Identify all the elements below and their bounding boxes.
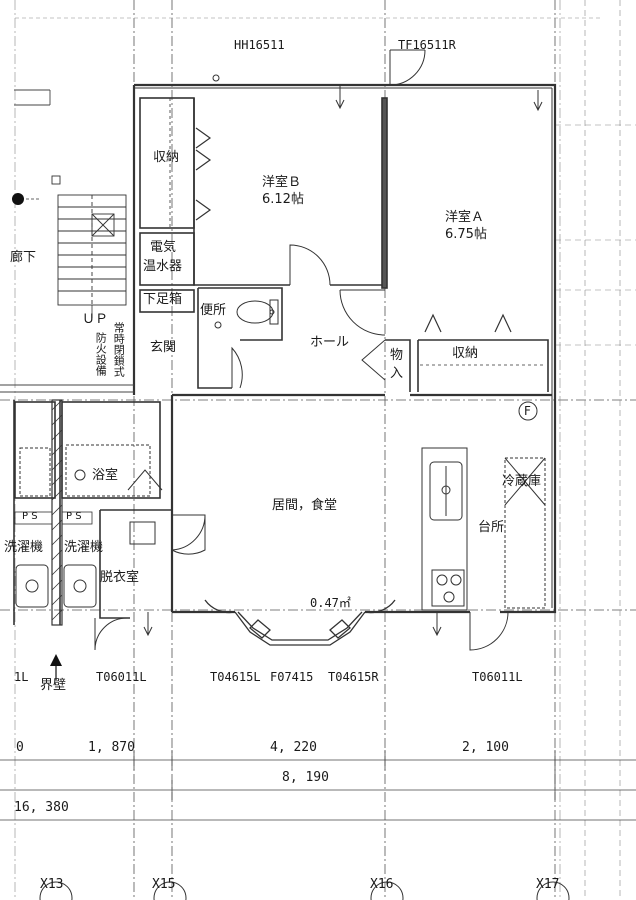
room-living-dining: 居間，食堂 [272,498,338,513]
room-f-mark: F [524,404,531,418]
window-markers [143,74,543,637]
door-code-bottom-center-c: T04615R [328,670,379,684]
room-ps-1: P S [22,511,38,522]
room-dressing: 脱衣室 [100,570,140,585]
door-code-bottom-left-far: 1L [14,670,29,684]
toilet-fixture [214,299,279,329]
door-code-bottom-left: T06011L [96,670,147,684]
room-fridge: 冷蔵庫 [502,474,542,489]
door-code-top-right: TF16511R [398,38,456,52]
label-fire-equipment: 防火設備 [94,332,108,376]
outer-walls [132,83,557,614]
bay-window [204,599,396,646]
storage-markers [195,127,512,333]
room-storage-left: 収納 [153,150,180,165]
room-bedroom-a-name: 洋室Ａ [445,210,485,225]
column-dot [12,193,24,205]
door-code-bottom-right: T06011L [472,670,523,684]
label-party-wall: 界壁 [40,678,67,693]
label-always-closed: 常時閉鎖式 [112,322,126,377]
door-code-bottom-center-b: F07415 [270,670,314,684]
room-water-heater-1: 電気 [150,240,177,255]
dimension-16380: 16, 380 [14,800,69,815]
grid-axis-x16: X16 [370,877,394,892]
room-kitchen: 台所 [478,520,505,535]
label-up: ＵＰ [82,312,109,327]
room-bedroom-b-name: 洋室Ｂ [262,175,302,190]
room-toilet: 便所 [200,303,227,318]
door-code-top-left: HH16511 [234,38,285,52]
room-ps-2: P S [66,511,82,522]
door-code-bottom-center-a: T04615L [210,670,261,684]
dimension-1870: 1, 870 [88,740,135,755]
room-bedroom-a-size: 6.75帖 [445,227,487,242]
grid-lines-light [14,0,636,900]
grid-axis-x17: X17 [536,877,560,892]
room-washer-2: 洗濯機 [64,540,104,555]
room-storage-right: 収納 [452,346,479,361]
dimension-8190: 8, 190 [282,770,329,785]
room-closet-1: 物 [390,348,404,363]
room-entrance: 玄関 [150,340,177,355]
grid-axis-x13: X13 [40,877,64,892]
dimension-4220: 4, 220 [270,740,317,755]
room-closet-2: 入 [390,366,404,381]
room-water-heater-2: 温水器 [143,259,183,274]
room-hall: ホール [310,335,350,350]
room-bedroom-b-size: 6.12帖 [262,192,304,207]
door-swings [94,49,509,651]
label-area-note: 0.47㎡ [310,596,351,610]
stairs [51,175,127,306]
kitchen-fixtures [421,401,546,611]
dimension-2100: 2, 100 [462,740,509,755]
room-shoe-box: 下足箱 [143,292,183,307]
dimension-lines [0,750,636,821]
grid-axis-x15: X15 [152,877,176,892]
grid-axis-markers [39,881,570,900]
party-wall-arrow [50,654,62,666]
room-washer-1: 洗濯機 [4,540,44,555]
room-bath: 浴室 [92,468,119,483]
interior-walls [13,97,549,625]
corridor-lines [0,89,134,393]
dimension-0: 0 [16,740,24,755]
bath-fixtures [14,444,163,608]
room-corridor: 廊下 [10,250,37,265]
